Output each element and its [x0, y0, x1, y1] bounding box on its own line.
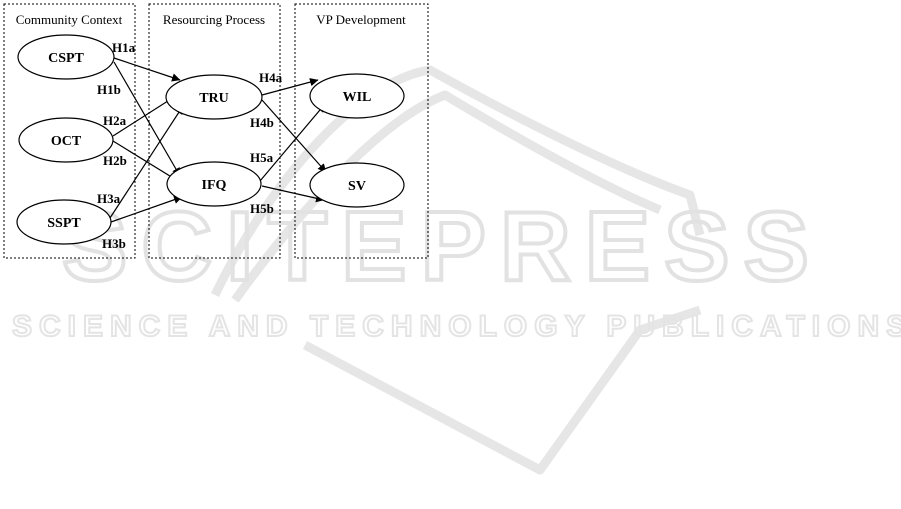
edge-label-h3b: H3b — [102, 236, 126, 251]
node-label-tru: TRU — [199, 91, 229, 106]
panel-title-resourcing: Resourcing Process — [163, 12, 265, 27]
edge-h1a — [114, 58, 180, 80]
panel-vp-development: VP Development — [295, 4, 428, 258]
node-label-sv: SV — [348, 179, 366, 194]
panel-resourcing-process: Resourcing Process — [149, 4, 280, 258]
node-label-oct: OCT — [51, 134, 82, 149]
node-wil: WIL — [310, 74, 404, 118]
node-tru: TRU — [166, 75, 262, 119]
node-sv: SV — [310, 163, 404, 207]
edge-label-h3a: H3a — [97, 191, 121, 206]
node-cspt: CSPT — [18, 35, 114, 79]
edge-label-h2b: H2b — [103, 153, 127, 168]
edge-label-h1a: H1a — [112, 40, 136, 55]
edge-label-h4b: H4b — [250, 115, 274, 130]
edge-label-h1b: H1b — [97, 82, 121, 97]
node-sspt: SSPT — [17, 200, 111, 244]
node-oct: OCT — [19, 118, 113, 162]
node-label-sspt: SSPT — [47, 216, 81, 231]
panel-title-vp: VP Development — [316, 12, 406, 27]
node-label-cspt: CSPT — [48, 51, 84, 66]
edge-label-h5b: H5b — [250, 201, 274, 216]
edge-label-h2a: H2a — [103, 113, 127, 128]
edge-label-h5a: H5a — [250, 150, 274, 165]
node-label-wil: WIL — [343, 90, 372, 105]
edge-label-h4a: H4a — [259, 70, 283, 85]
node-ifq: IFQ — [167, 162, 261, 206]
edge-labels: H1a H1b H2a H2b H3a H3b H4a H4b H5a H5b — [97, 40, 283, 251]
node-label-ifq: IFQ — [202, 178, 227, 193]
panel-title-community: Community Context — [16, 12, 123, 27]
